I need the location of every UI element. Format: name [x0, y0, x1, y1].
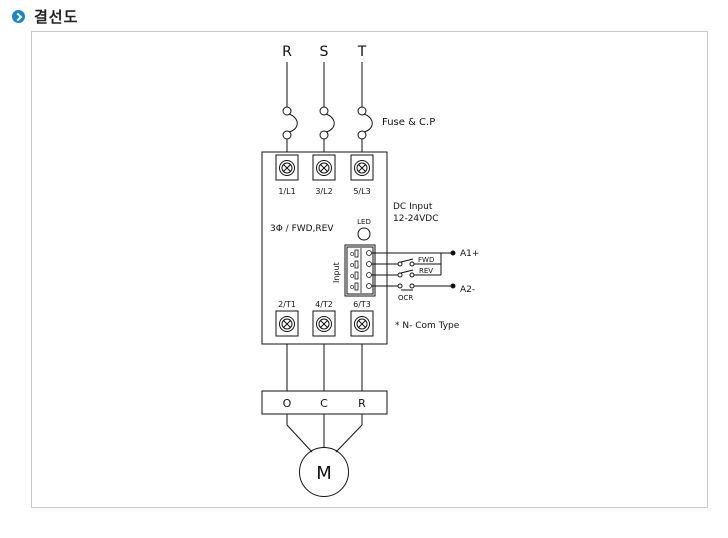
svg-text:o: o — [350, 283, 354, 291]
phase-type-label: 3Φ / FWD,REV — [270, 224, 334, 234]
fuse-r — [282, 106, 298, 140]
terminal-5-l3 — [350, 154, 374, 181]
led-label: LED — [357, 218, 371, 226]
phase-label-t: T — [357, 44, 367, 60]
fuse-s — [319, 106, 335, 140]
terminal-6-t3 — [350, 310, 374, 337]
input-terminal-block: o o o o — [344, 244, 376, 297]
n-com-note: * N- Com Type — [395, 321, 460, 331]
terminal-4-t2 — [312, 310, 336, 337]
terminal-2-t1 — [275, 310, 299, 337]
dc-input-line1: DC Input — [393, 202, 433, 212]
phase-label-s: S — [320, 44, 329, 60]
motor — [299, 447, 349, 497]
svg-text:o: o — [350, 250, 354, 258]
section-header: 결선도 — [12, 6, 78, 26]
bullet-arrow-icon — [12, 9, 25, 23]
diagram-frame — [31, 31, 708, 508]
terminal-label-6-t3: 6/T3 — [353, 300, 371, 309]
terminal-label-3-l2: 3/L2 — [315, 187, 332, 196]
dc-input-line2: 12-24VDC — [393, 214, 439, 224]
terminal-3-l2 — [312, 154, 336, 181]
terminal-label-4-t2: 4/T2 — [315, 300, 333, 309]
fuse-t — [357, 106, 373, 140]
ocr-label: OCR — [398, 294, 413, 302]
motor-terminal-c: C — [320, 397, 328, 410]
led-indicator — [357, 227, 371, 241]
terminal-label-2-t1: 2/T1 — [278, 300, 296, 309]
svg-text:o: o — [350, 272, 354, 280]
supply-lines — [286, 62, 363, 107]
terminal-label-5-l3: 5/L3 — [353, 187, 370, 196]
a1-label: A1+ — [460, 249, 479, 259]
section-title: 결선도 — [34, 7, 79, 26]
phase-label-r: R — [282, 44, 292, 60]
motor-terminal-r: R — [358, 397, 366, 410]
motor-wiring — [286, 414, 363, 453]
motor-label: M — [316, 463, 332, 484]
controller-module — [261, 151, 388, 345]
terminal-label-1-l1: 1/L1 — [278, 187, 295, 196]
fwd-label: FWD — [418, 256, 434, 264]
rev-label: REV — [419, 267, 433, 275]
svg-text:o: o — [350, 261, 354, 269]
fuse-label: Fuse & C.P — [382, 117, 435, 128]
terminal-1-l1 — [275, 154, 299, 181]
motor-terminal-o: O — [283, 397, 292, 410]
input-label: Input — [332, 262, 341, 283]
a2-label: A2- — [460, 285, 475, 295]
control-wiring — [372, 250, 456, 291]
